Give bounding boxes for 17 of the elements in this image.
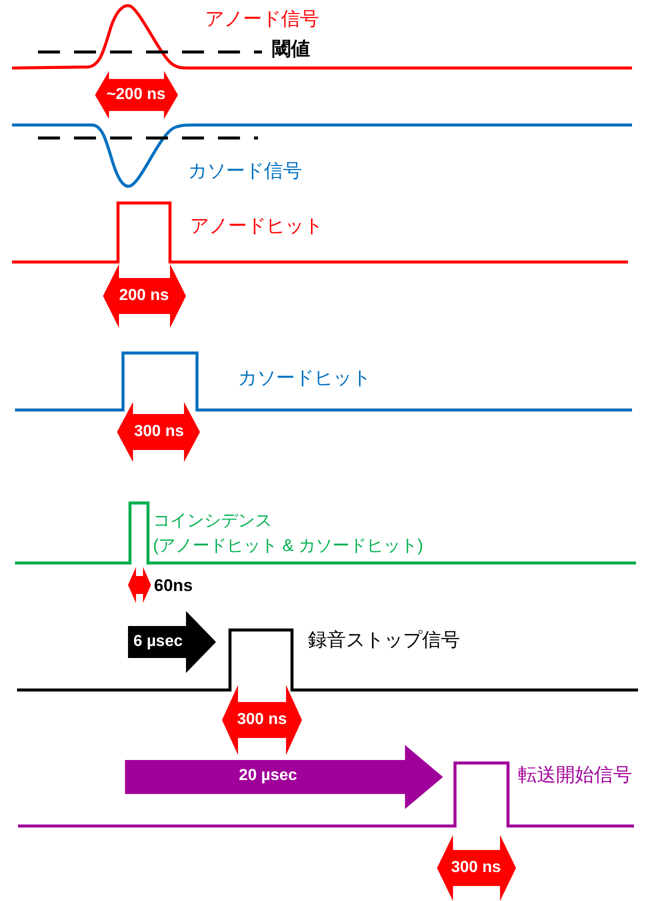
duration-label: 200 ns xyxy=(119,286,169,306)
signal-label: カソードヒット xyxy=(238,368,371,390)
signal-label: アノード信号 xyxy=(205,9,319,31)
signal-label: 転送開始信号 xyxy=(518,765,632,787)
duration-label: 60ns xyxy=(154,576,193,596)
signal-label: (アノードヒット & カソードヒット) xyxy=(153,536,424,556)
duration-label: ~200 ns xyxy=(106,86,166,104)
signal-label: アノードヒット xyxy=(190,216,323,238)
signal-label: カソード信号 xyxy=(188,161,302,183)
signal-label: 録音ストップ信号 xyxy=(308,630,460,652)
duration-label: 6 µsec xyxy=(133,632,183,652)
duration-label: 300 ns xyxy=(237,710,287,730)
duration-label: 300 ns xyxy=(451,858,501,878)
threshold-label: 閾値 xyxy=(272,39,310,61)
duration-label: 20 µsec xyxy=(238,766,298,786)
duration-label: 300 ns xyxy=(134,422,184,442)
signal-label: コインシデンス xyxy=(153,511,272,531)
